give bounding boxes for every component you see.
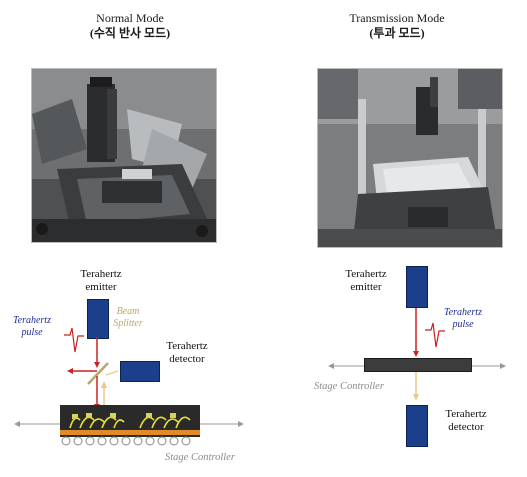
normal-mode-title-kr: (수직 반사 모드) bbox=[89, 26, 171, 40]
chip-wires bbox=[69, 416, 191, 429]
right-detector-box bbox=[406, 405, 428, 447]
left-pulse-label: Terahertz pulse bbox=[13, 315, 51, 338]
left-emitter-label: Terahertz emitter bbox=[80, 268, 122, 293]
right-emitter-label: Terahertz emitter bbox=[345, 268, 387, 293]
beam-splitter bbox=[87, 362, 109, 385]
right-pulse-label: Terahertz pulse bbox=[444, 307, 482, 330]
chip-pads bbox=[72, 413, 176, 419]
transmission-stage-bar bbox=[364, 358, 472, 372]
left-detector-label: Terahertz detector bbox=[166, 340, 208, 365]
right-stage-label: Stage Controller bbox=[314, 381, 384, 392]
normal-mode-title-en: Normal Mode bbox=[96, 11, 164, 25]
transmission-mode-photo bbox=[317, 68, 503, 248]
transmission-mode-title-en: Transmission Mode bbox=[349, 11, 445, 25]
right-detector-label: Terahertz detector bbox=[445, 408, 487, 433]
left-pulse-waveform bbox=[64, 327, 84, 353]
left-emitter-box bbox=[87, 299, 109, 339]
beam-splitter-label: Beam Splitter bbox=[113, 306, 143, 329]
solder-balls bbox=[61, 436, 191, 446]
left-detector-box bbox=[120, 361, 160, 382]
left-stage-label: Stage Controller bbox=[165, 452, 235, 463]
right-pulse-waveform bbox=[425, 322, 445, 348]
transmission-mode-title-kr: (투과 모드) bbox=[369, 26, 425, 40]
normal-mode-title: Normal Mode (수직 반사 모드) bbox=[60, 11, 200, 41]
right-emitter-box bbox=[406, 266, 428, 308]
transmission-mode-title: Transmission Mode (투과 모드) bbox=[322, 11, 472, 41]
normal-mode-photo bbox=[31, 68, 217, 243]
